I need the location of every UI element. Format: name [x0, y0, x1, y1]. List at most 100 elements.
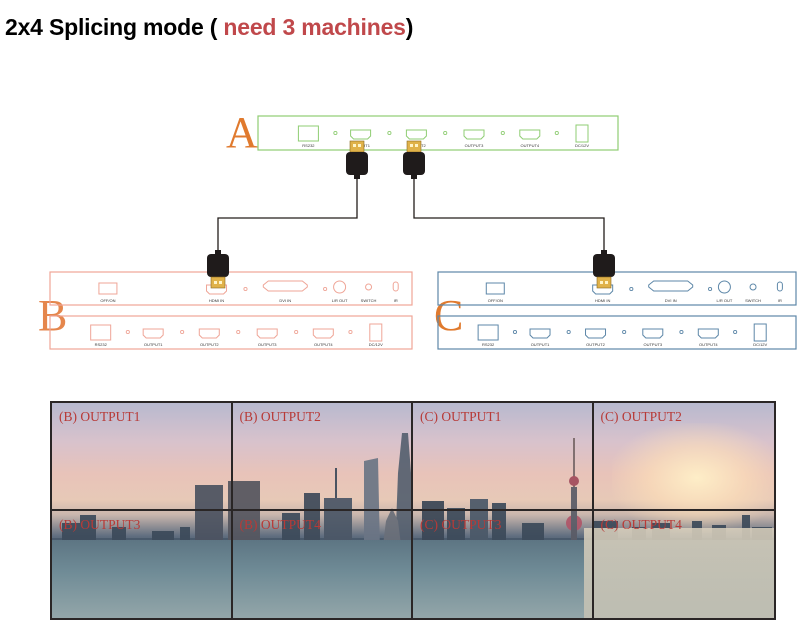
machine-c-ir-port — [776, 281, 783, 292]
wall-screen-label: (C) OUTPUT4 — [600, 516, 682, 532]
indicator-dot — [294, 329, 299, 335]
page-title: 2x4 Splicing mode ( need 3 machines) — [5, 14, 413, 41]
machine-b-output1-label: OUTPUT1 — [144, 342, 163, 347]
machine-a-panel — [257, 115, 619, 151]
wall-screen-label: (B) OUTPUT4 — [239, 516, 321, 532]
wall-screen-cell: (C) OUTPUT4 — [594, 511, 775, 619]
machine-a-output3-label: OUTPUT3 — [465, 143, 484, 148]
wall-screen-cell: (B) OUTPUT2 — [232, 403, 413, 511]
machine-b-off-on-port — [98, 282, 118, 295]
machine-c-output1-label: OUTPUT1 — [531, 342, 550, 347]
indicator-dot — [708, 286, 713, 292]
wall-screen-cell: (C) OUTPUT3 — [413, 510, 594, 618]
wall-screen-label: (C) OUTPUT1 — [420, 409, 502, 424]
machine-b-dc-12v-port — [369, 323, 383, 342]
cable-a-to-b — [217, 178, 358, 255]
machine-c-hdmi-in-port — [592, 284, 614, 295]
indicator-dot — [679, 329, 684, 335]
wall-screen-label: (B) OUTPUT1 — [59, 409, 141, 424]
machine-c-output4-port — [697, 328, 719, 339]
title-suffix: ) — [405, 14, 414, 40]
machine-b-dvi-in-label: DVI IN — [279, 298, 291, 303]
machine-b-l-r-out-label: L/R OUT — [332, 298, 348, 303]
machine-c-output2-label: OUTPUT2 — [586, 342, 605, 347]
machine-b-input-panel — [49, 271, 413, 306]
machine-a-rs232-label: RS232 — [302, 143, 315, 148]
cable-a-to-c — [413, 178, 605, 255]
hdmi-plug-a-output2 — [403, 140, 425, 179]
wall-screen-cell: (C) OUTPUT1 — [413, 403, 594, 511]
machine-b-output3-label: OUTPUT3 — [258, 342, 277, 347]
indicator-dot — [243, 286, 248, 292]
machine-c-output3-port — [642, 328, 664, 339]
wall-water-reflection — [584, 528, 774, 618]
indicator-dot — [500, 130, 505, 136]
indicator-dot — [512, 329, 518, 335]
machine-c-rs232-port — [477, 324, 499, 341]
indicator-dot — [733, 329, 738, 335]
wall-screen-label: (C) OUTPUT2 — [600, 409, 682, 424]
machine-b-ir-label: IR — [394, 298, 398, 303]
machine-c-ir-label: IR — [778, 298, 782, 303]
machine-b-off-on-label: OFF/ON — [100, 298, 115, 303]
machine-a-dc-12v-label: DC/12V — [575, 143, 589, 148]
machine-a-output1-port — [350, 129, 372, 140]
machine-c-output4-label: OUTPUT4 — [699, 342, 718, 347]
machine-c-l-r-out-label: L/R OUT — [717, 298, 733, 303]
machine-c-switch-label: SWITCH — [745, 298, 761, 303]
machine-a-output3-port — [463, 129, 485, 140]
indicator-dot — [629, 286, 634, 292]
machine-a-dc-12v-port — [575, 124, 589, 143]
machine-b-rs232-label: RS232 — [95, 342, 108, 347]
machine-c-dc-12v-port — [753, 323, 767, 342]
machine-b-switch-label: SWITCH — [361, 298, 377, 303]
machine-a-output2-port — [405, 129, 427, 140]
machine-c-dvi-in-label: DVI IN — [665, 298, 677, 303]
machine-b-rs232-port — [90, 324, 112, 341]
machine-b-l-r-out-port — [333, 280, 347, 294]
hdmi-plug-a-output1 — [346, 140, 368, 179]
machine-a-rs232-port — [297, 125, 319, 142]
machine-b-output3-port — [256, 328, 278, 339]
machine-b-output-panel — [49, 315, 413, 350]
machine-c-dc-12v-label: DC/12V — [753, 342, 767, 347]
machine-b-output2-label: OUTPUT2 — [200, 342, 219, 347]
connection-diagram: A RS232OUTPUT1OUTPUT2OUTPUT3OUTPUT4DC/12… — [38, 108, 797, 350]
hdmi-cables — [217, 178, 605, 255]
indicator-dot — [566, 329, 571, 335]
wall-screen-cell: (B) OUTPUT3 — [52, 510, 233, 618]
title-prefix: 2x4 Splicing mode ( — [5, 14, 224, 40]
machine-b-switch-port — [365, 283, 373, 291]
indicator-dot — [554, 130, 559, 136]
machine-b-output4-port — [312, 328, 334, 339]
wall-sun-glow — [612, 423, 774, 533]
title-highlight: need 3 machines — [223, 14, 406, 40]
machine-b-output4-label: OUTPUT4 — [314, 342, 333, 347]
wall-screen-cell: (C) OUTPUT2 — [593, 403, 774, 511]
machine-c-off-on-label: OFF/ON — [488, 298, 503, 303]
wall-screen-label: (C) OUTPUT3 — [420, 516, 502, 532]
machine-a-output4-label: OUTPUT4 — [520, 143, 539, 148]
machine-c-rs232-label: RS232 — [482, 342, 495, 347]
wall-screen-cell: (B) OUTPUT1 — [52, 403, 233, 511]
machine-c-output-panel — [437, 315, 797, 350]
indicator-dot — [387, 130, 392, 136]
machine-b-output2-port — [198, 328, 220, 339]
machine-b-dc-12v-label: DC/12V — [369, 342, 383, 347]
video-wall: (B) OUTPUT1 (B) OUTPUT2 (C) OUTPUT1 (C) OUT… — [50, 401, 776, 620]
machine-c-output1-port — [529, 328, 551, 339]
machine-b-output1-port — [142, 328, 164, 339]
indicator-dot — [323, 286, 328, 292]
machine-c-hdmi-in-label: HDMI IN — [595, 298, 610, 303]
machine-c-off-on-port — [485, 282, 505, 295]
machine-a-output4-port — [519, 129, 541, 140]
hdmi-plugs — [207, 140, 615, 289]
wall-screen-label: (B) OUTPUT2 — [239, 409, 321, 424]
hdmi-plug-b-hdmi-in — [207, 250, 229, 289]
machine-b-hdmi-in-port — [206, 284, 228, 295]
indicator-dot — [236, 329, 241, 335]
machine-c-input-panel — [437, 271, 797, 306]
indicator-dot — [125, 329, 130, 335]
